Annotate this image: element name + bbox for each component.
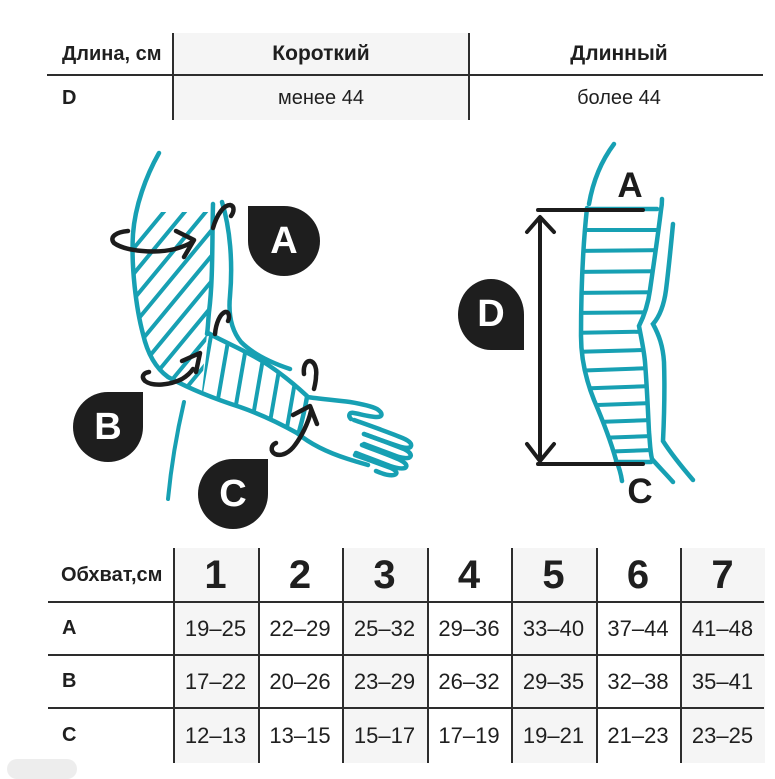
svg-text:C: C [627,472,652,511]
svg-text:A: A [617,166,642,205]
